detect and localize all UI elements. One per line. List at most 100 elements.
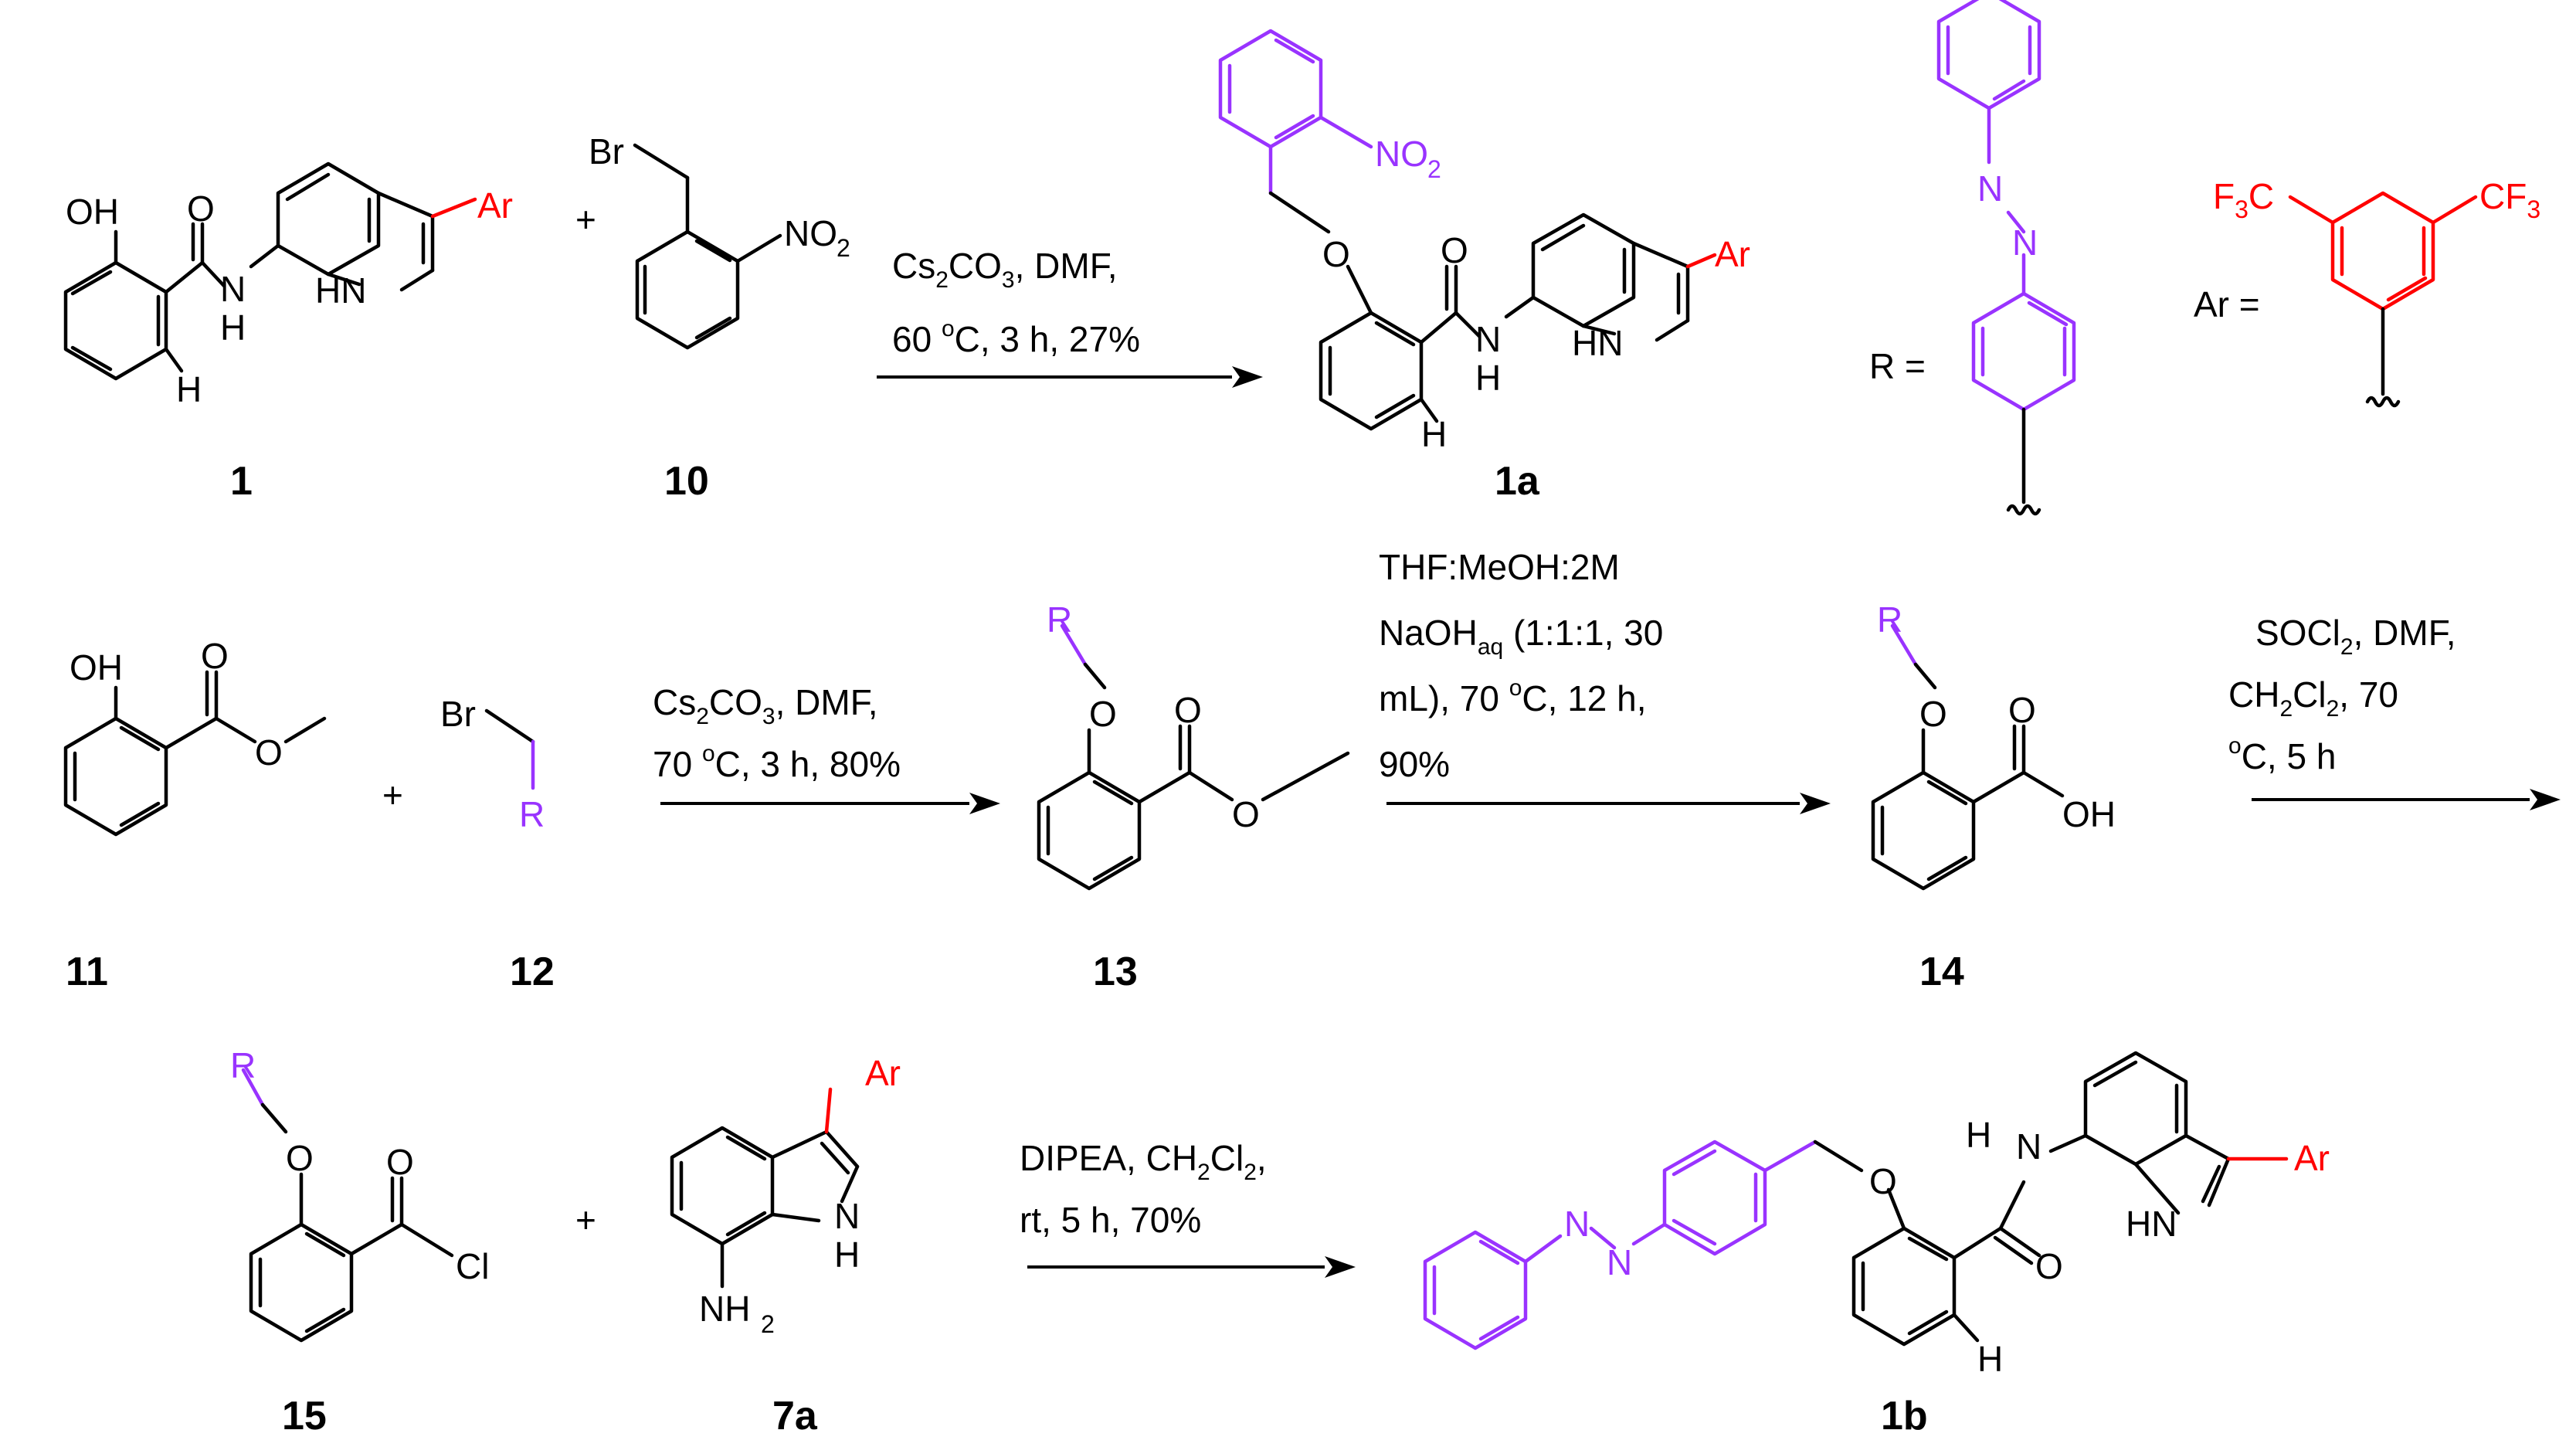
compound-label-1: 1: [230, 459, 253, 504]
compound-label-10: 10: [664, 459, 709, 504]
svg-text:2: 2: [761, 1310, 775, 1338]
plus-sign: +: [575, 199, 596, 239]
arrowhead-3: [1800, 793, 1831, 814]
cf3-group-left: F3C: [2213, 176, 2274, 223]
atom-n: N: [834, 1196, 860, 1236]
compound-label-15: 15: [282, 1394, 327, 1430]
atom-oh: OH: [66, 192, 119, 232]
reaction-conditions-2: Cs2CO3, DMF, 70 oC, 3 h, 80%: [653, 682, 901, 784]
svg-text:90%: 90%: [1379, 744, 1450, 784]
compound-15-structure: [241, 1068, 454, 1343]
svg-text:THF:MeOH:2M: THF:MeOH:2M: [1379, 547, 1620, 587]
reaction-conditions-3: THF:MeOH:2M NaOHaq (1:1:1, 30 mL), 70 oC…: [1379, 547, 1663, 784]
atom-o: O: [1232, 794, 1260, 834]
compound-label-12: 12: [510, 949, 555, 994]
reaction-conditions-1: Cs2CO3, DMF, 60 oC, 3 h, 27%: [892, 246, 1140, 359]
atom-n: N: [220, 269, 246, 309]
atom-hn: HN: [2126, 1204, 2177, 1244]
atom-r: R: [519, 794, 545, 834]
svg-text:DIPEA, CH2Cl2,: DIPEA, CH2Cl2,: [1020, 1138, 1267, 1185]
reaction-conditions-5: DIPEA, CH2Cl2, rt, 5 h, 70%: [1020, 1138, 1267, 1240]
svg-text:2: 2: [837, 234, 850, 262]
atom-ar: Ar: [477, 185, 513, 226]
atom-o: O: [286, 1138, 314, 1178]
compound-label-1a: 1a: [1495, 459, 1540, 504]
nitro-group: NO 2: [784, 213, 850, 262]
svg-text:60 oC, 3 h, 27%: 60 oC, 3 h, 27%: [892, 316, 1140, 359]
compound-1a-structure: [1218, 29, 1717, 431]
atom-o: O: [187, 189, 215, 229]
atom-o: O: [1089, 694, 1117, 734]
atom-n: N: [2016, 1126, 2041, 1167]
svg-text:CH2Cl2, 70: CH2Cl2, 70: [2228, 674, 2398, 722]
atom-ar: Ar: [2294, 1138, 2330, 1178]
svg-text:SOCl2, DMF,: SOCl2, DMF,: [2255, 613, 2456, 660]
plus-sign: +: [382, 775, 403, 815]
plus-sign: +: [575, 1200, 596, 1240]
compound-14-structure: [1871, 623, 2065, 891]
compound-12-bond: [484, 708, 535, 744]
svg-text:NO: NO: [1375, 134, 1428, 174]
arrowhead-4: [2530, 789, 2561, 810]
atom-h: H: [834, 1235, 860, 1275]
compound-label-14: 14: [1919, 949, 1964, 994]
compound-label-7a: 7a: [772, 1394, 818, 1430]
atom-o: O: [255, 732, 283, 773]
atom-oh: OH: [70, 647, 123, 688]
cf3-group-right: CF3: [2479, 176, 2540, 223]
atom-o: O: [1322, 234, 1350, 274]
atom-br: Br: [440, 694, 476, 734]
atom-h: H: [1966, 1115, 1991, 1155]
atom-ar: Ar: [865, 1053, 901, 1093]
compound-1b-structure: [1423, 1051, 2289, 1350]
atom-n: N: [1977, 168, 2003, 209]
compound-13-structure: [1037, 623, 1350, 891]
compound-10-structure: [633, 143, 782, 350]
compound-11-structure: [63, 670, 327, 837]
svg-text:Cs2CO3, DMF,: Cs2CO3, DMF,: [892, 246, 1118, 293]
nitro-group: NO 2: [1375, 134, 1441, 183]
svg-text:oC, 5 h: oC, 5 h: [2228, 733, 2336, 776]
arrowhead-5: [1325, 1256, 1356, 1278]
svg-text:F3C: F3C: [2213, 176, 2274, 223]
atom-cl: Cl: [456, 1246, 489, 1286]
svg-text:NO: NO: [784, 213, 837, 253]
atom-r: R: [1877, 600, 1902, 640]
atom-o: O: [2035, 1246, 2063, 1286]
svg-text:NaOHaq (1:1:1, 30: NaOHaq (1:1:1, 30: [1379, 613, 1663, 660]
svg-text:CF3: CF3: [2479, 176, 2540, 223]
atom-r: R: [1047, 600, 1072, 640]
nh2-group: NH 2: [699, 1289, 775, 1338]
atom-r: R: [230, 1045, 256, 1085]
compound-7a-structure: [670, 1087, 860, 1289]
atom-o: O: [201, 636, 229, 676]
compound-label-13: 13: [1093, 949, 1138, 994]
svg-text:rt, 5 h, 70%: rt, 5 h, 70%: [1020, 1200, 1201, 1240]
svg-text:2: 2: [1427, 155, 1441, 183]
atom-h: H: [1421, 414, 1447, 454]
atom-n: N: [1475, 319, 1501, 359]
reaction-conditions-4: SOCl2, DMF, CH2Cl2, 70 oC, 5 h: [2228, 613, 2456, 776]
atom-h: H: [176, 369, 202, 409]
atom-br: Br: [589, 131, 624, 172]
compound-1-structure: [63, 161, 477, 381]
arrowhead-2: [969, 793, 1000, 814]
atom-hn: HN: [315, 270, 366, 311]
atom-o: O: [1441, 230, 1468, 270]
atom-h: H: [220, 307, 246, 348]
atom-o: O: [1869, 1161, 1897, 1201]
atom-o: O: [2008, 690, 2036, 730]
svg-text:Cs2CO3, DMF,: Cs2CO3, DMF,: [653, 682, 878, 729]
atom-o: O: [1174, 690, 1202, 730]
atom-o: O: [1919, 694, 1947, 734]
atom-n: N: [1607, 1242, 1632, 1282]
svg-text:70 oC, 3 h, 80%: 70 oC, 3 h, 80%: [653, 741, 901, 784]
svg-text:mL), 70 oC, 12 h,: mL), 70 oC, 12 h,: [1379, 675, 1647, 718]
ar-definition-label: Ar =: [2194, 284, 2260, 324]
r-definition-label: R =: [1869, 346, 1926, 386]
compound-label-11: 11: [66, 949, 108, 994]
atom-oh: OH: [2062, 794, 2116, 834]
svg-text:NH: NH: [699, 1289, 750, 1329]
atom-ar: Ar: [1715, 234, 1750, 274]
